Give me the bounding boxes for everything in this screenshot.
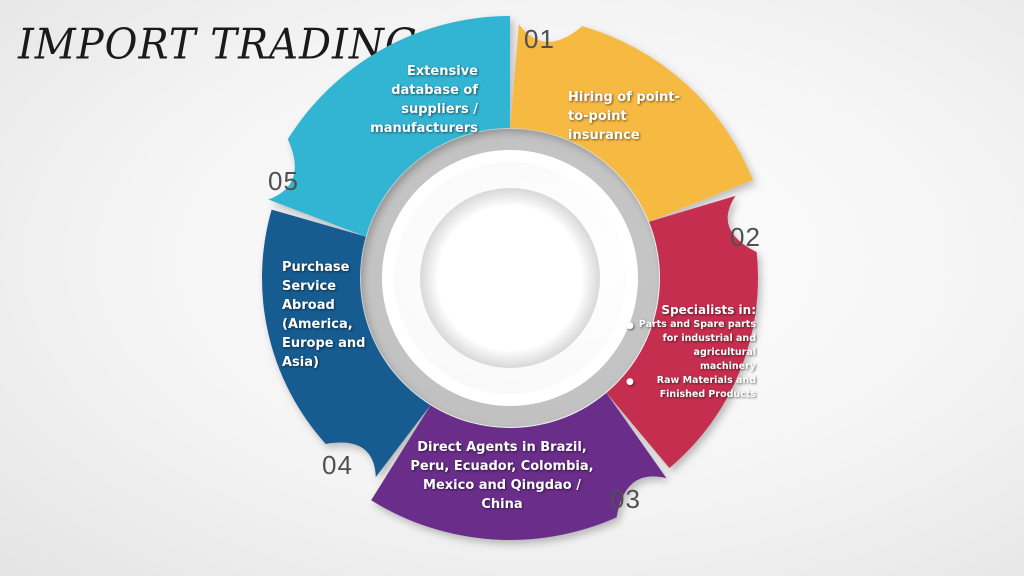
segment-03-text: Direct Agents in Brazil, Peru, Ecuador, …: [410, 440, 594, 512]
segment-02-text: Specialists in: Parts and Spare parts fo…: [626, 302, 756, 402]
segment-01-text: Hiring of point-to-point insurance: [568, 90, 680, 143]
inner-ring: [361, 129, 659, 427]
segment-02-heading: Specialists in:: [661, 303, 756, 317]
segment-05-text: Extensive database of suppliers / manufa…: [370, 64, 478, 136]
segment-04-text: Purchase Service Abroad (America, Europe…: [282, 260, 366, 370]
step-number-01: 01: [524, 24, 555, 54]
step-number-02: 02: [730, 222, 761, 252]
segment-03: [371, 392, 667, 540]
center-ring: [382, 150, 638, 406]
segment-02-bullets: Parts and Spare parts for industrial and…: [626, 318, 756, 402]
step-number-05: 05: [268, 166, 299, 196]
segment-01: [510, 24, 753, 222]
center-circle: [420, 188, 600, 368]
page-title: IMPORT TRADING: [18, 20, 418, 70]
segment-02-bullet: Raw Materials and Finished Products: [626, 374, 756, 402]
step-number-03: 03: [610, 484, 641, 514]
segment-02-bullet: Parts and Spare parts for industrial and…: [626, 318, 756, 374]
segment-04: [261, 209, 431, 477]
segment-05: [268, 16, 510, 237]
step-number-04: 04: [322, 450, 353, 480]
